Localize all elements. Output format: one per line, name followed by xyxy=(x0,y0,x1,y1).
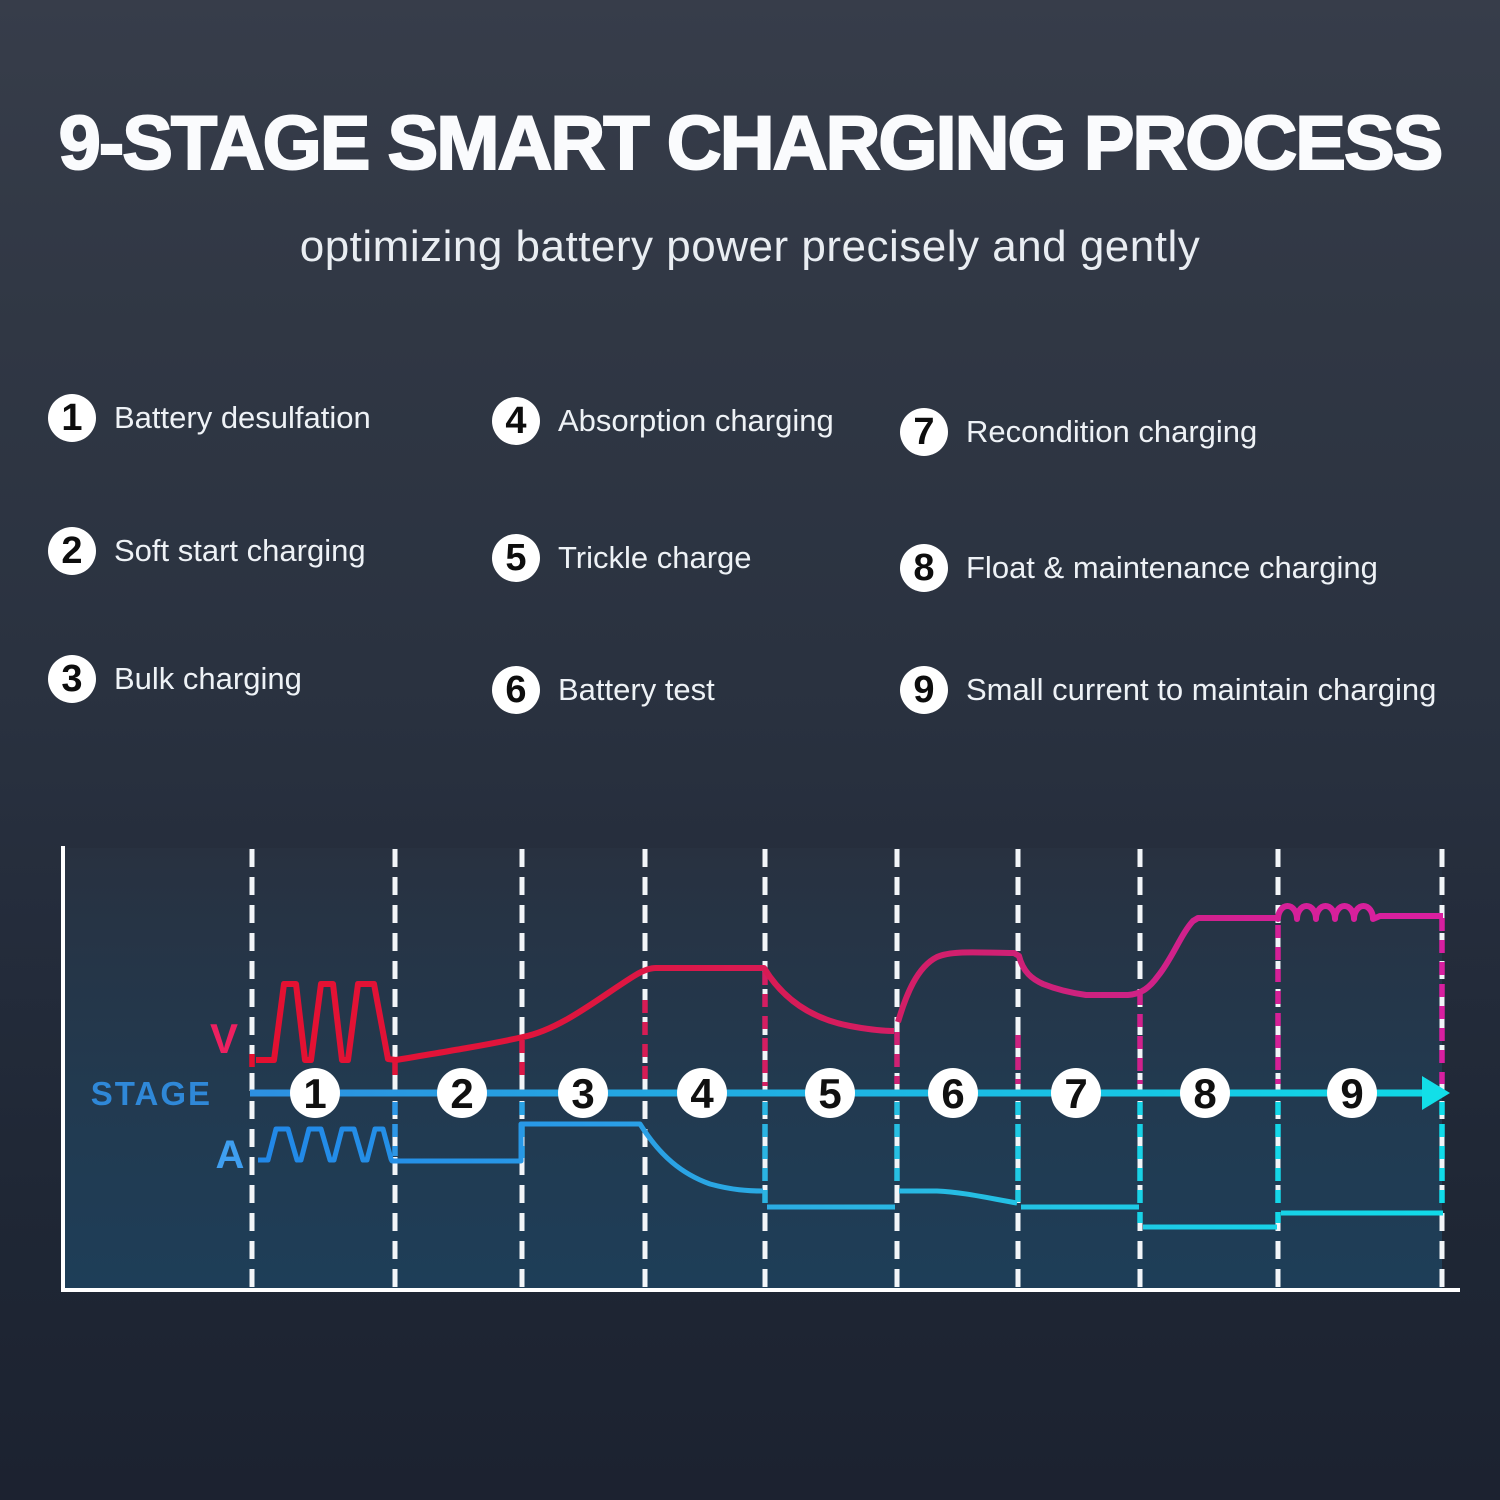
stage-marker-number: 7 xyxy=(1064,1070,1087,1117)
list-item-stage-3: 3 Bulk charging xyxy=(48,655,302,703)
stage-axis-label: STAGE xyxy=(91,1075,212,1112)
stage-number-badge: 1 xyxy=(48,394,96,442)
stage-marker-circle xyxy=(805,1068,855,1118)
stage-number-badge: 6 xyxy=(492,666,540,714)
stage-marker-circle xyxy=(437,1068,487,1118)
stage-label: Float & maintenance charging xyxy=(966,550,1378,585)
voltage-curve-segment xyxy=(256,965,895,1063)
voltage-axis-label: V xyxy=(210,1015,238,1062)
current-curve-segment xyxy=(899,1188,1018,1206)
stage-marker-number: 9 xyxy=(1340,1070,1363,1117)
stage-marker-circle xyxy=(1051,1068,1101,1118)
stage-label: Battery test xyxy=(558,672,715,707)
stage-label: Battery desulfation xyxy=(114,400,371,435)
stage-marker-9: 9 xyxy=(1327,1068,1377,1118)
stage-number-badge: 9 xyxy=(900,666,948,714)
chart-axes xyxy=(61,846,1460,1292)
list-item-stage-5: 5 Trickle charge xyxy=(492,534,752,582)
chart-plot-area xyxy=(64,848,1442,1290)
stage-marker-circle xyxy=(677,1068,727,1118)
stage-marker-number: 8 xyxy=(1193,1070,1216,1117)
page-title: 9-STAGE SMART CHARGING PROCESS xyxy=(58,100,1445,187)
stage-number-badge: 3 xyxy=(48,655,96,703)
stage-label: Small current to maintain charging xyxy=(966,672,1437,707)
stage-number-badge: 8 xyxy=(900,544,948,592)
stage-marker-circle xyxy=(928,1068,978,1118)
stage-label: Trickle charge xyxy=(558,540,752,575)
stage-label: Recondition charging xyxy=(966,414,1258,449)
stage-label: Bulk charging xyxy=(114,661,302,696)
list-item-stage-9: 9 Small current to maintain charging xyxy=(900,666,1436,714)
current-curve xyxy=(258,1121,1443,1230)
list-item-stage-8: 8 Float & maintenance charging xyxy=(900,544,1378,592)
stage-marker-3: 3 xyxy=(558,1068,608,1118)
stage-marker-circle xyxy=(558,1068,608,1118)
list-item-stage-7: 7 Recondition charging xyxy=(900,408,1257,456)
stage-marker-7: 7 xyxy=(1051,1068,1101,1118)
stage-number-badge: 2 xyxy=(48,527,96,575)
stage-axis-arrowhead xyxy=(1422,1076,1450,1110)
voltage-drop-dashes xyxy=(249,918,1445,1086)
stage-marker-2: 2 xyxy=(437,1068,487,1118)
stage-marker-number: 4 xyxy=(690,1070,714,1117)
current-curve-segment xyxy=(258,1121,764,1194)
stage-marker-circle xyxy=(290,1068,340,1118)
stage-label: Absorption charging xyxy=(558,403,834,438)
list-item-stage-2: 2 Soft start charging xyxy=(48,527,366,575)
stage-marker-circle xyxy=(1327,1068,1377,1118)
stage-marker-number: 5 xyxy=(818,1070,841,1117)
current-axis-label: A xyxy=(216,1133,245,1177)
stage-marker-6: 6 xyxy=(928,1068,978,1118)
current-drop-dashes xyxy=(392,1102,1445,1223)
list-item-stage-4: 4 Absorption charging xyxy=(492,397,834,445)
stage-number-badge: 7 xyxy=(900,408,948,456)
stage-marker-1: 1 xyxy=(290,1068,340,1118)
stage-marker-number: 1 xyxy=(303,1070,326,1117)
voltage-curve-segment xyxy=(895,903,1443,1023)
stage-marker-8: 8 xyxy=(1180,1068,1230,1118)
page-subtitle: optimizing battery power precisely and g… xyxy=(299,222,1201,271)
stage-number-badge: 4 xyxy=(492,397,540,445)
stage-marker-4: 4 xyxy=(677,1068,727,1118)
stage-markers: 1 2 3 4 5 6 7 xyxy=(290,1068,1377,1118)
stage-label: Soft start charging xyxy=(114,533,366,568)
stage-number-badge: 5 xyxy=(492,534,540,582)
list-item-stage-6: 6 Battery test xyxy=(492,666,715,714)
stage-marker-number: 3 xyxy=(571,1070,594,1117)
voltage-curve xyxy=(256,903,1443,1063)
stage-marker-circle xyxy=(1180,1068,1230,1118)
stage-marker-number: 6 xyxy=(941,1070,964,1117)
stage-marker-5: 5 xyxy=(805,1068,855,1118)
list-item-stage-1: 1 Battery desulfation xyxy=(48,394,371,442)
stage-marker-number: 2 xyxy=(450,1070,473,1117)
